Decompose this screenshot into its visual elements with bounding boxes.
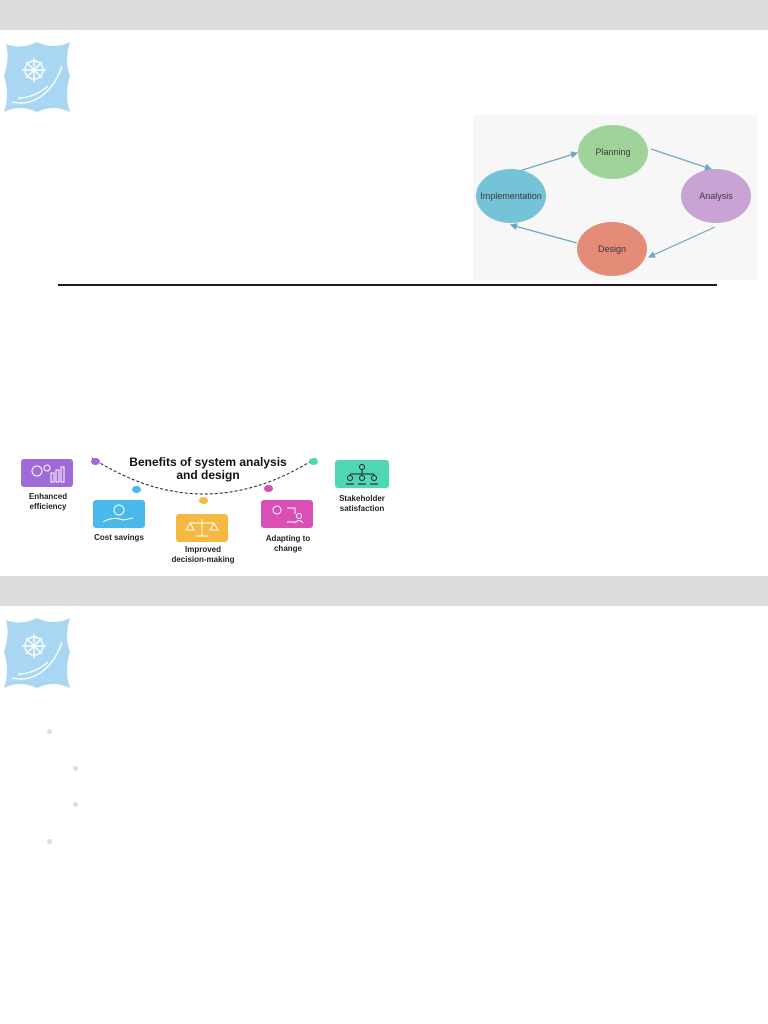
benefit-label: Adapting to change (253, 534, 323, 554)
cycle-node-planning: Planning (578, 125, 648, 179)
cycle-node-label: Design (597, 244, 626, 254)
benefit-label: Cost savings (83, 533, 155, 543)
benefits-title-line: Benefits of system analysis (129, 455, 287, 469)
benefit-label-line: Cost savings (94, 533, 144, 542)
benefit-label: Stakeholder satisfaction (325, 494, 399, 514)
benefits-curve (91, 457, 317, 495)
benefits-infographic: Benefits of system analysis and design E… (18, 448, 394, 574)
curve-dot (309, 458, 318, 465)
benefit-card-stakeholder (335, 460, 389, 488)
benefit-card-decision (176, 514, 228, 542)
bullet-point (47, 839, 52, 844)
cycle-node-label: Planning (595, 147, 631, 157)
benefit-card-cost (93, 500, 145, 528)
arrow-planning-analysis (650, 148, 713, 171)
curve-dot (264, 485, 273, 492)
bullet-point (73, 766, 78, 771)
bullet-point (73, 802, 78, 807)
benefits-title-line: and design (176, 468, 240, 482)
cycle-node-label: Analysis (699, 191, 733, 201)
benefit-label: Enhanced efficiency (18, 492, 78, 512)
scales-icon (185, 519, 219, 537)
benefit-label-line: Stakeholder (339, 494, 385, 503)
ornament-logo-icon (4, 42, 70, 112)
ornament-logo-icon (4, 618, 70, 688)
hand-coin-icon (102, 504, 134, 523)
benefit-label: Improved decision-making (158, 545, 248, 565)
benefit-label-line: Enhanced (28, 492, 68, 501)
curve-dot (132, 486, 141, 493)
cycle-node-analysis: Analysis (681, 169, 751, 223)
benefit-label-line: efficiency (29, 502, 67, 511)
top-header-band (0, 0, 768, 30)
benefit-card-change (261, 500, 313, 528)
benefit-label-line: change (273, 544, 302, 553)
benefit-card-efficiency (21, 459, 73, 487)
benefit-label-line: Adapting to (265, 534, 311, 543)
curve-dot (199, 497, 208, 504)
team-thumbs-icon (346, 464, 378, 485)
section-header-band (0, 576, 768, 606)
arrow-design-implementation (509, 223, 578, 244)
benefit-label-line: decision-making (171, 555, 235, 564)
benefit-label-line: Improved (184, 545, 221, 554)
cycle-node-implementation: Implementation (476, 169, 546, 223)
arrow-implementation-planning (512, 151, 579, 174)
sdlc-cycle-diagram: Planning Analysis Design Implementation (473, 115, 758, 280)
gear-chart-icon (31, 464, 65, 483)
curve-dot (91, 458, 100, 465)
cycle-node-label: Implementation (480, 191, 542, 201)
bullet-point (47, 729, 52, 734)
benefits-title: Benefits of system analysis and design (128, 456, 288, 482)
divider-line (58, 284, 717, 286)
cycle-arrows (509, 148, 716, 258)
benefit-label-line: satisfaction (339, 504, 385, 513)
arrows-person-icon (272, 505, 304, 524)
arrow-analysis-design (647, 226, 716, 258)
cycle-node-design: Design (577, 222, 647, 276)
